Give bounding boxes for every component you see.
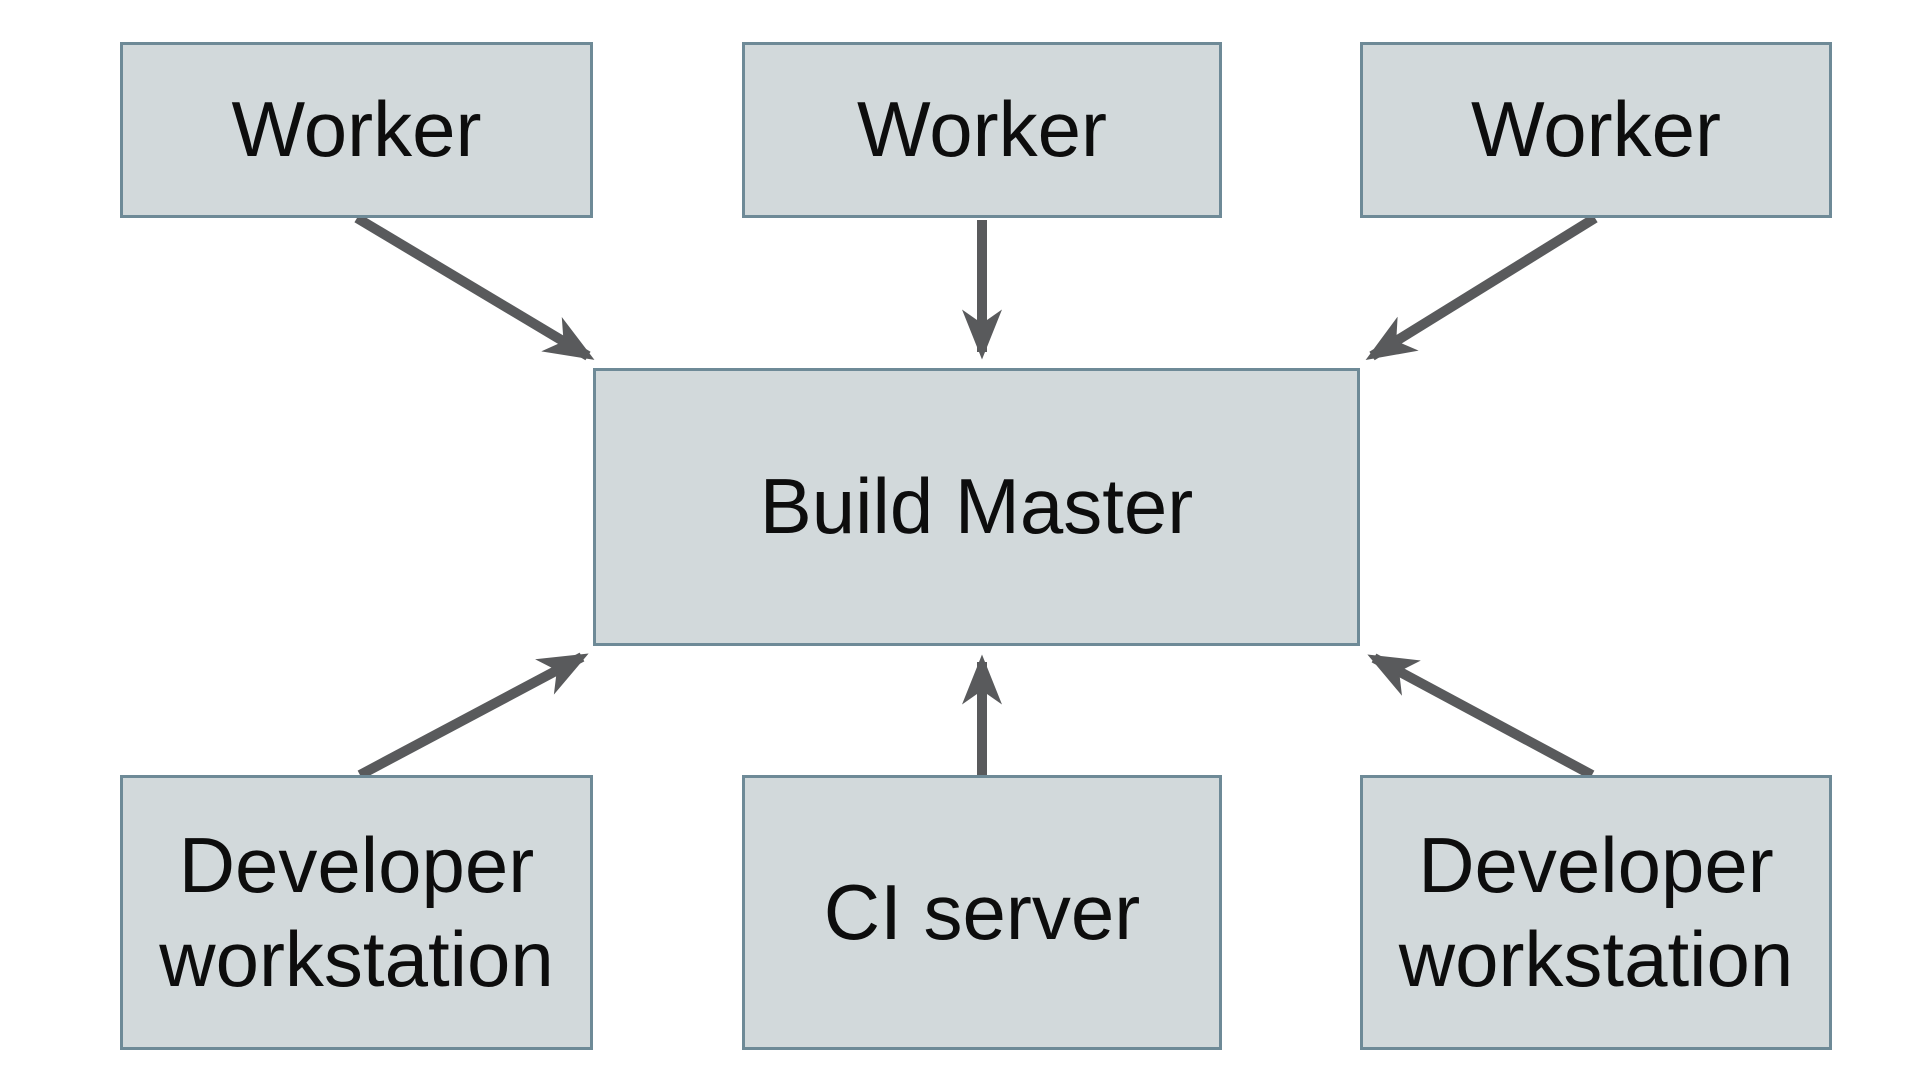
node-worker-right: Worker	[1360, 42, 1832, 218]
arrow-dev-workstation-right-to-build-master	[1367, 653, 1595, 780]
node-worker-left-label: Worker	[231, 85, 482, 174]
node-build-master-label: Build Master	[759, 462, 1194, 551]
node-ci-server: CI server	[742, 775, 1222, 1050]
arrow-worker-right-to-build-master	[1365, 213, 1598, 361]
node-worker-left: Worker	[120, 42, 593, 218]
node-worker-center: Worker	[742, 42, 1222, 218]
node-worker-center-label: Worker	[857, 85, 1107, 174]
node-dev-workstation-left: Developer workstation	[120, 775, 593, 1050]
node-dev-workstation-right-label: Developer workstation	[1398, 820, 1794, 1003]
node-worker-right-label: Worker	[1471, 85, 1721, 174]
node-ci-server-label: CI server	[823, 867, 1141, 956]
arrow-dev-workstation-left-to-build-master	[357, 652, 589, 780]
node-dev-workstation-left-label: Developer workstation	[159, 820, 554, 1003]
arrow-worker-left-to-build-master	[354, 213, 595, 361]
node-dev-workstation-right: Developer workstation	[1360, 775, 1832, 1050]
node-build-master: Build Master	[593, 368, 1360, 646]
